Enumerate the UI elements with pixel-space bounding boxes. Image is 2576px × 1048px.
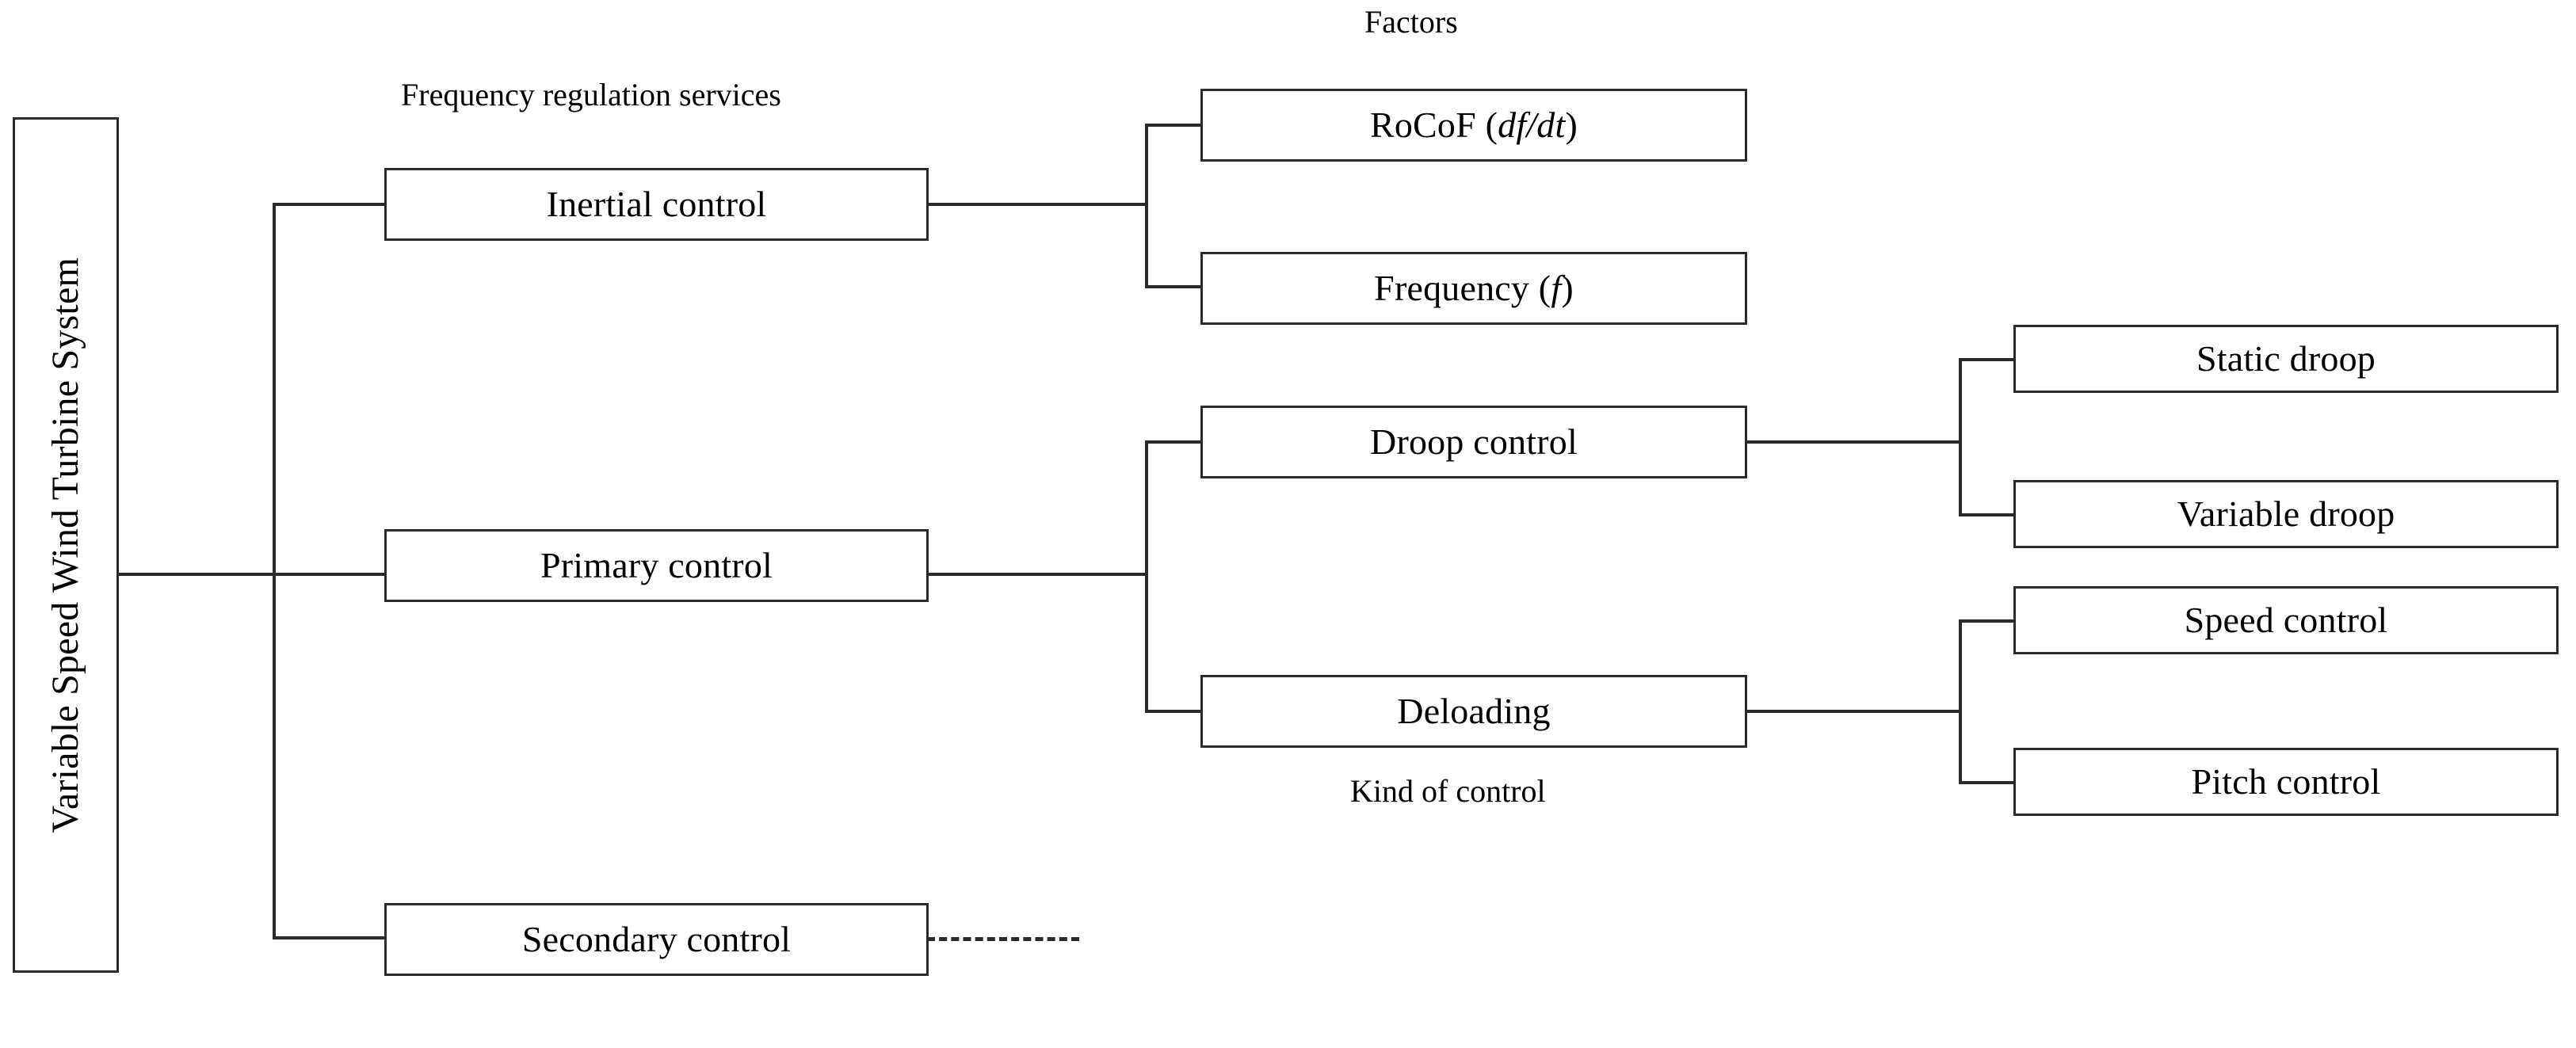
- edge-trunk-vertical: [273, 203, 276, 939]
- node-frequency[interactable]: Frequency (f): [1200, 252, 1747, 325]
- node-droop-control-label: Droop control: [1370, 421, 1578, 462]
- edge-secondary-dashed-stub: [927, 937, 1079, 941]
- node-static-droop[interactable]: Static droop: [2013, 325, 2559, 393]
- edge-branch-to-pitch-control: [1959, 781, 2016, 784]
- node-deloading[interactable]: Deloading: [1200, 675, 1747, 748]
- edge-branch-to-rocof: [1145, 124, 1202, 127]
- edge-branch-to-deloading: [1145, 710, 1202, 713]
- node-static-droop-label: Static droop: [2196, 337, 2376, 379]
- node-frequency-prefix: Frequency (: [1374, 267, 1551, 308]
- edge-primary-branch-vertical: [1145, 440, 1148, 713]
- caption-frequency-regulation-services: Frequency regulation services: [401, 77, 781, 112]
- edge-inertial-to-branch: [927, 203, 1147, 206]
- edge-primary-to-branch: [927, 573, 1147, 576]
- edge-root-to-trunk: [119, 573, 274, 576]
- node-rocof-italic: df/dt: [1498, 104, 1566, 145]
- node-variable-droop[interactable]: Variable droop: [2013, 480, 2559, 548]
- node-secondary-control[interactable]: Secondary control: [384, 903, 929, 976]
- caption-kind-of-control: Kind of control: [1350, 773, 1546, 809]
- edge-trunk-to-secondary: [273, 936, 386, 939]
- node-variable-droop-label: Variable droop: [2177, 493, 2395, 534]
- node-pitch-control[interactable]: Pitch control: [2013, 748, 2559, 816]
- edge-deloading-branch-vertical: [1959, 619, 1962, 783]
- edge-droop-branch-vertical: [1959, 358, 1962, 515]
- node-droop-control[interactable]: Droop control: [1200, 406, 1747, 478]
- node-rocof-suffix: ): [1565, 104, 1578, 145]
- caption-factors: Factors: [1364, 4, 1458, 40]
- edge-branch-to-static-droop: [1959, 358, 2016, 361]
- edge-inertial-branch-vertical: [1145, 124, 1148, 288]
- node-speed-control-label: Speed control: [2184, 599, 2388, 640]
- edge-branch-to-speed-control: [1959, 619, 2016, 623]
- node-frequency-italic: f: [1551, 267, 1562, 308]
- node-inertial-control[interactable]: Inertial control: [384, 168, 929, 241]
- node-root-variable-speed-wind-turbine-system[interactable]: Variable Speed Wind Turbine System: [13, 117, 119, 973]
- node-root-label: Variable Speed Wind Turbine System: [44, 257, 86, 833]
- node-frequency-suffix: ): [1561, 267, 1574, 308]
- edge-branch-to-droop: [1145, 440, 1202, 444]
- node-rocof[interactable]: RoCoF (df/dt): [1200, 89, 1747, 162]
- node-primary-control-label: Primary control: [540, 544, 773, 585]
- edge-trunk-to-inertial: [273, 203, 386, 206]
- node-speed-control[interactable]: Speed control: [2013, 586, 2559, 654]
- node-secondary-control-label: Secondary control: [521, 918, 792, 959]
- node-inertial-control-label: Inertial control: [546, 183, 767, 224]
- node-deloading-label: Deloading: [1397, 690, 1551, 731]
- node-pitch-control-label: Pitch control: [2191, 760, 2381, 802]
- node-frequency-label: Frequency (f): [1374, 269, 1574, 307]
- node-primary-control[interactable]: Primary control: [384, 529, 929, 602]
- node-rocof-label: RoCoF (df/dt): [1369, 104, 1578, 145]
- edge-deloading-to-branch: [1746, 710, 1961, 713]
- edge-droop-to-branch: [1746, 440, 1961, 444]
- edge-branch-to-variable-droop: [1959, 513, 2016, 516]
- node-rocof-prefix: RoCoF (: [1369, 104, 1498, 145]
- edge-branch-to-frequency: [1145, 285, 1202, 288]
- edge-trunk-to-primary: [273, 573, 386, 576]
